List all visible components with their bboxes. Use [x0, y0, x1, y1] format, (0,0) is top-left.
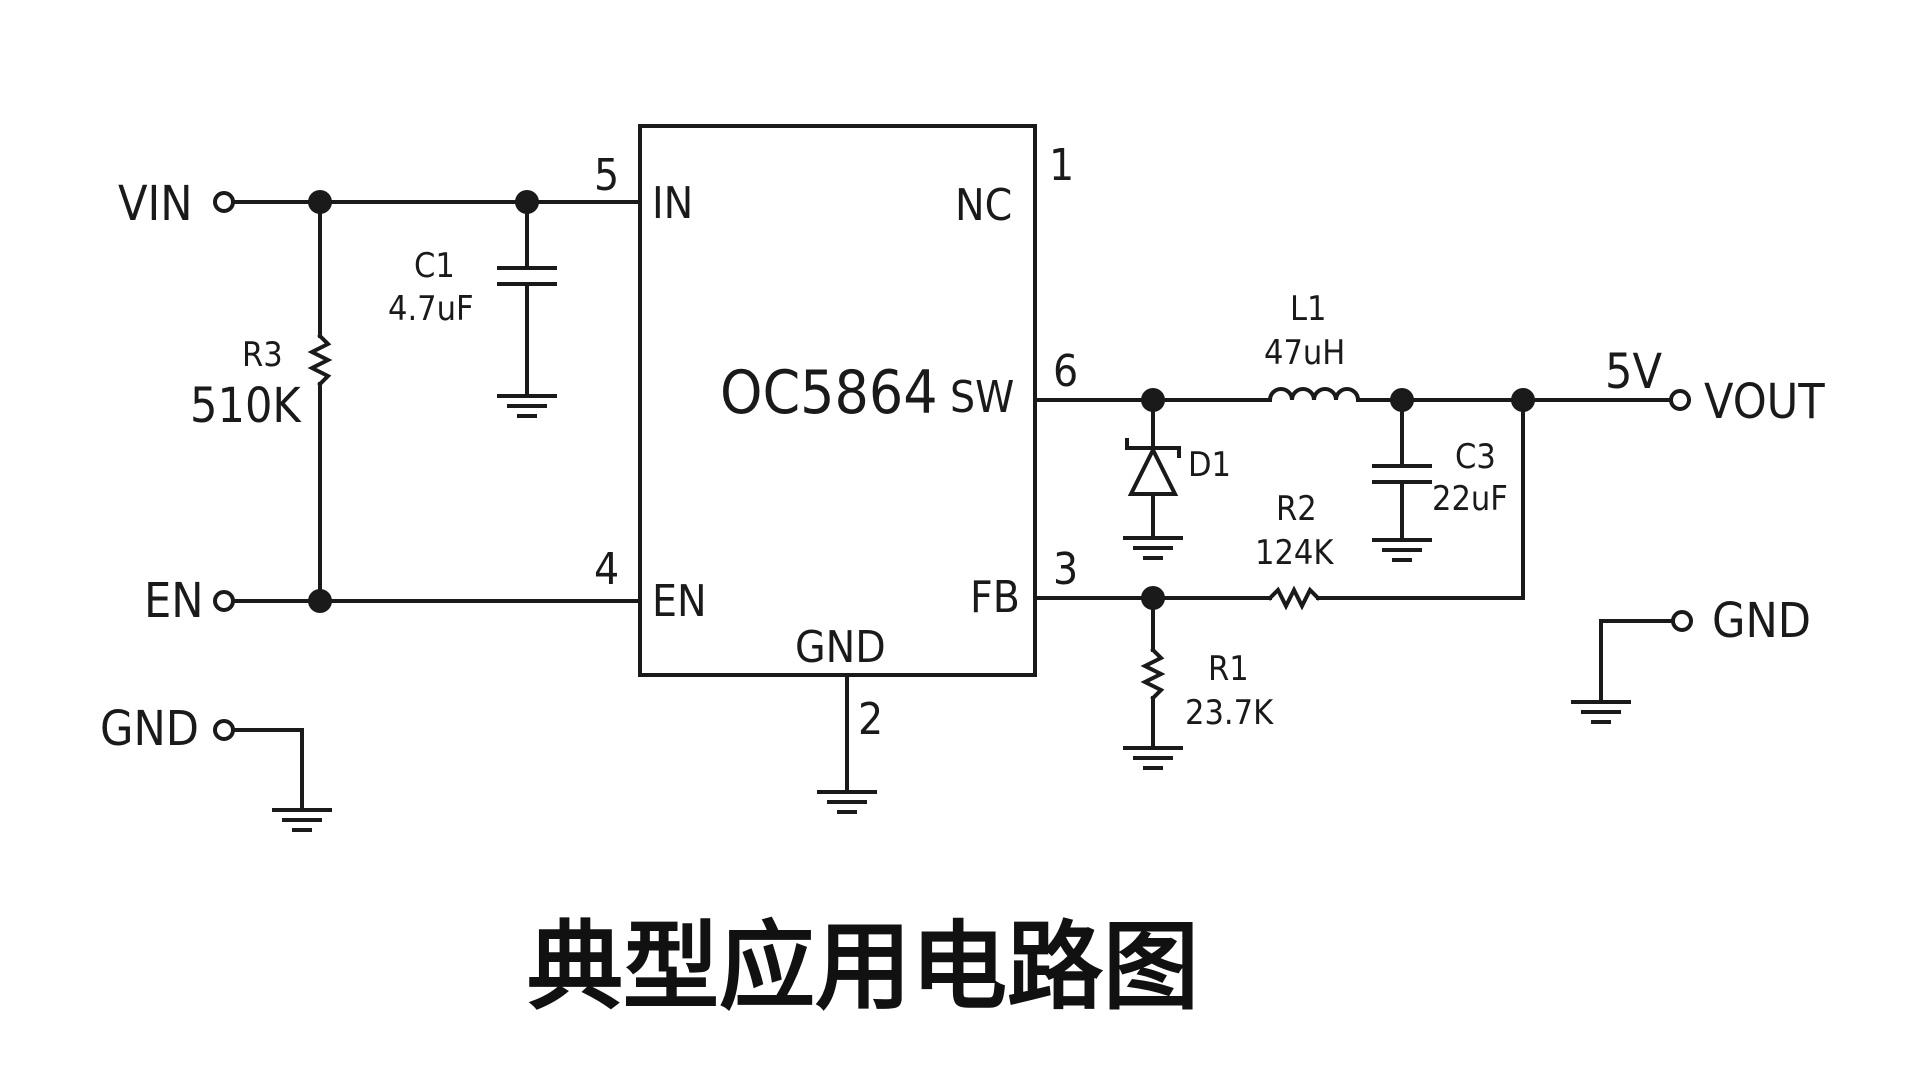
pin-en-number: 4 [594, 544, 619, 595]
vin-terminal [213, 191, 235, 213]
gnd-right-terminal-label: GND [1712, 593, 1811, 649]
pin-fb-label: FB [970, 572, 1020, 623]
c3-value: 22uF [1432, 479, 1508, 519]
pin-sw-label: SW [950, 372, 1014, 423]
gnd-right-wire [1599, 619, 1676, 702]
c1-value: 4.7uF [388, 289, 474, 329]
c1-ref: C1 [414, 246, 455, 286]
d1-ref: D1 [1188, 445, 1231, 485]
pin-en-label: EN [652, 576, 707, 627]
pin-in-label: IN [652, 178, 693, 229]
gnd-left-terminal [213, 719, 235, 741]
r3-value: 510K [190, 378, 302, 434]
vin-terminal-label: VIN [118, 176, 193, 232]
r2-ref: R2 [1276, 489, 1317, 529]
r2-value: 124K [1255, 533, 1334, 573]
vout-terminal-label: VOUT [1704, 374, 1825, 430]
r1-ref: R1 [1208, 649, 1249, 689]
r2-resistor-zigzag [1267, 585, 1321, 611]
ic-name: OC5864 [720, 358, 938, 428]
gnd-left-terminal-label: GND [100, 701, 199, 757]
gnd-left-wire [231, 728, 304, 810]
c3-ref: C3 [1455, 437, 1496, 477]
pin-in-number: 5 [594, 150, 619, 201]
pin-fb-number: 3 [1053, 544, 1078, 595]
r3-ref: R3 [242, 335, 283, 375]
gnd-right-terminal [1671, 610, 1693, 632]
en-terminal [213, 590, 235, 612]
l1-ref: L1 [1290, 289, 1327, 329]
gnd-left-ground-icon [272, 808, 332, 832]
r2-feedback-wire [1316, 398, 1525, 600]
ic-gnd-ground-icon [817, 790, 877, 814]
pin-nc-label: NC [955, 180, 1012, 231]
l1-inductor-coil [1267, 387, 1361, 403]
diagram-title: 典型应用电路图 [527, 911, 1199, 1023]
r1-resistor-zigzag [1140, 647, 1166, 701]
gnd-right-ground-icon [1571, 700, 1631, 724]
vout-value-label: 5V [1605, 344, 1662, 400]
d1-diode-triangle [1127, 445, 1179, 496]
l1-value: 47uH [1264, 333, 1345, 373]
pin-nc-number: 1 [1049, 140, 1074, 191]
pin-gnd-label: GND [795, 622, 886, 673]
d1-ground-icon [1123, 536, 1183, 560]
pin-gnd-number: 2 [858, 694, 883, 745]
c3-ground-icon [1372, 538, 1432, 562]
r1-ground-icon [1123, 746, 1183, 770]
pin-sw-number: 6 [1053, 346, 1078, 397]
en-terminal-label: EN [144, 573, 204, 629]
vout-terminal [1669, 389, 1691, 411]
junction-en-r3 [308, 589, 332, 613]
r1-value: 23.7K [1185, 693, 1274, 733]
c1-ground-icon [497, 394, 557, 418]
r3-resistor-zigzag [307, 333, 333, 387]
